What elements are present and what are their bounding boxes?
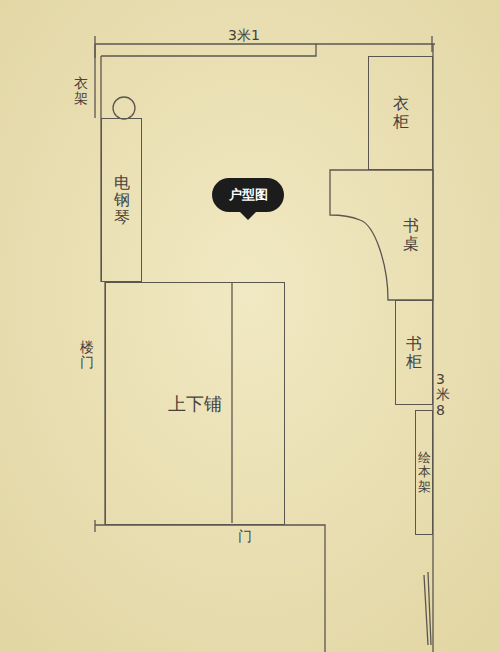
- wardrobe-box: 衣柜: [368, 56, 433, 170]
- room-label: 书柜: [406, 335, 422, 370]
- desk-shape: 书桌: [330, 170, 433, 300]
- room-label: 电钢琴: [114, 174, 130, 227]
- picture-book-shelf: 绘本架: [415, 410, 433, 535]
- room-label: 书桌: [403, 217, 419, 252]
- title-tag: 户型图: [212, 178, 284, 212]
- bunk-bed-box: 上下铺: [105, 282, 285, 525]
- door-label: 楼门: [80, 340, 94, 371]
- dimension-label: 3米8: [436, 372, 450, 418]
- piano-box: 电钢琴: [101, 118, 142, 282]
- title-text: 户型图: [229, 186, 268, 204]
- dimension-label: 3米1: [228, 27, 260, 45]
- room-label: 绘本架: [418, 451, 431, 494]
- coat-rack-label: 衣架: [74, 76, 88, 107]
- tag-pointer: [240, 212, 256, 220]
- door-label: 门: [238, 528, 252, 546]
- room-label: 上下铺: [168, 392, 222, 416]
- bookcase-box: 书柜: [395, 300, 433, 405]
- room-label: 衣柜: [393, 95, 409, 130]
